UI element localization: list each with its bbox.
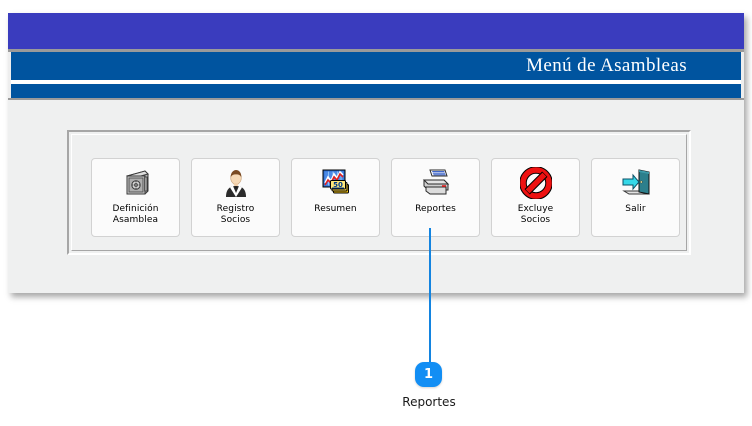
toolbar-button-row: Definición Asamblea Registro Socios [91,158,680,237]
toolbar-button-definicion-asamblea[interactable]: Definición Asamblea [91,158,180,237]
toolbar-group-panel: Definición Asamblea Registro Socios [67,130,691,255]
toolbar-button-label: Excluye Socios [517,204,554,225]
toolbar-button-label: Resumen [314,204,357,214]
exit-door-icon [621,169,649,195]
toolbar-button-label: Salir [625,204,646,214]
banner-separator [8,49,744,52]
page-title: Menú de Asambleas [526,55,687,76]
toolbar-button-salir[interactable]: Salir [591,158,680,237]
callout-caption: Reportes [402,395,456,409]
form-caption-bar: Menú de Asambleas [11,52,741,80]
svg-text:50: 50 [333,181,343,189]
user-suit-icon [225,170,246,197]
toolbar-button-label: Definición Asamblea [112,204,159,225]
toolbar-button-reportes[interactable]: Reportes [391,158,480,237]
caption-gap-rule [11,80,741,84]
sub-caption-bar [11,84,741,98]
title-banner [8,13,744,49]
toolbar-button-label: Registro Socios [216,204,255,225]
toolbar-button-registro-socios[interactable]: Registro Socios [191,158,280,237]
callout-badge-number: 1 [423,367,434,382]
callout-connector-line [429,228,431,365]
caption-bottom-rule [8,98,744,100]
callout-badge-1: 1 [415,362,442,387]
client-area: Definición Asamblea Registro Socios [8,100,744,293]
application-window: Menú de Asambleas [8,13,744,293]
prohibition-icon [519,167,552,199]
toolbar-button-label: Reportes [415,204,456,214]
safe-icon [125,170,149,195]
printer-icon [422,169,449,195]
toolbar-button-resumen[interactable]: 50 Resumen [291,158,380,237]
toolbar-group-panel-inner [71,134,687,251]
chart-money-icon: 50 [322,169,349,194]
toolbar-button-excluye-socios[interactable]: Excluye Socios [491,158,580,237]
